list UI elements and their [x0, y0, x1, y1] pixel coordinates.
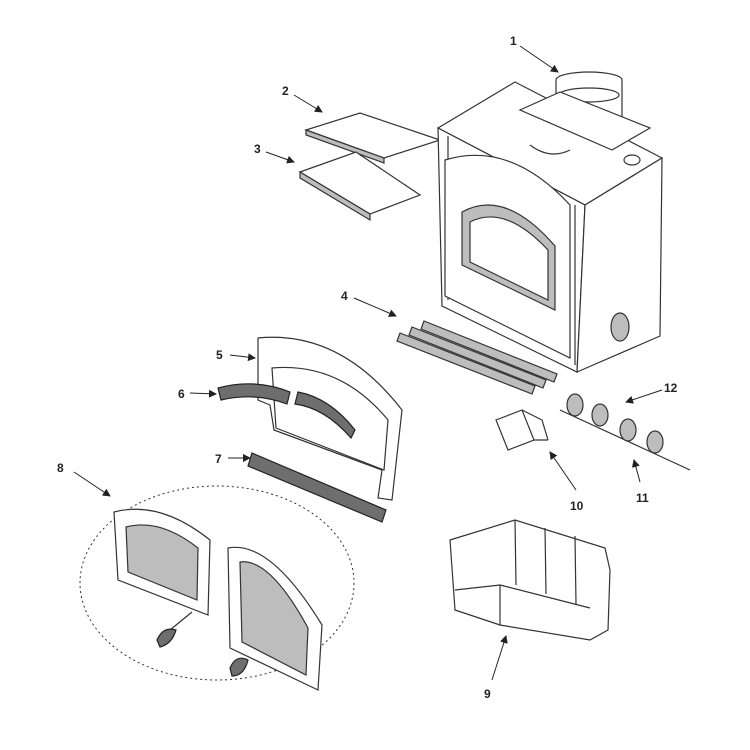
callout-3: 3: [254, 142, 261, 156]
part-11-12-blower-assembly[interactable]: [559, 393, 691, 471]
callout-4: 4: [341, 289, 348, 303]
firebox-body: [436, 81, 664, 373]
callout-11: 11: [636, 491, 649, 505]
part-3-baffle-board[interactable]: [298, 151, 422, 222]
part-2-baffle-board[interactable]: [304, 112, 442, 164]
callout-2: 2: [282, 84, 289, 98]
leader-arrows: [73, 45, 663, 681]
callout-8: 8: [57, 461, 64, 475]
callout-6: 6: [178, 387, 185, 401]
part-8-door-set[interactable]: [79, 485, 355, 691]
callout-5: 5: [216, 348, 223, 362]
callout-7: 7: [215, 452, 222, 466]
callout-10: 10: [570, 499, 584, 513]
part-10-gas-valve[interactable]: [495, 409, 549, 451]
callout-9: 9: [484, 687, 491, 701]
part-6-louvre[interactable]: [217, 383, 356, 440]
callout-12: 12: [664, 381, 678, 395]
part-4-burner-tubes[interactable]: [396, 320, 558, 395]
callout-1: 1: [510, 34, 517, 48]
part-9-refractory-liner[interactable]: [449, 519, 611, 641]
